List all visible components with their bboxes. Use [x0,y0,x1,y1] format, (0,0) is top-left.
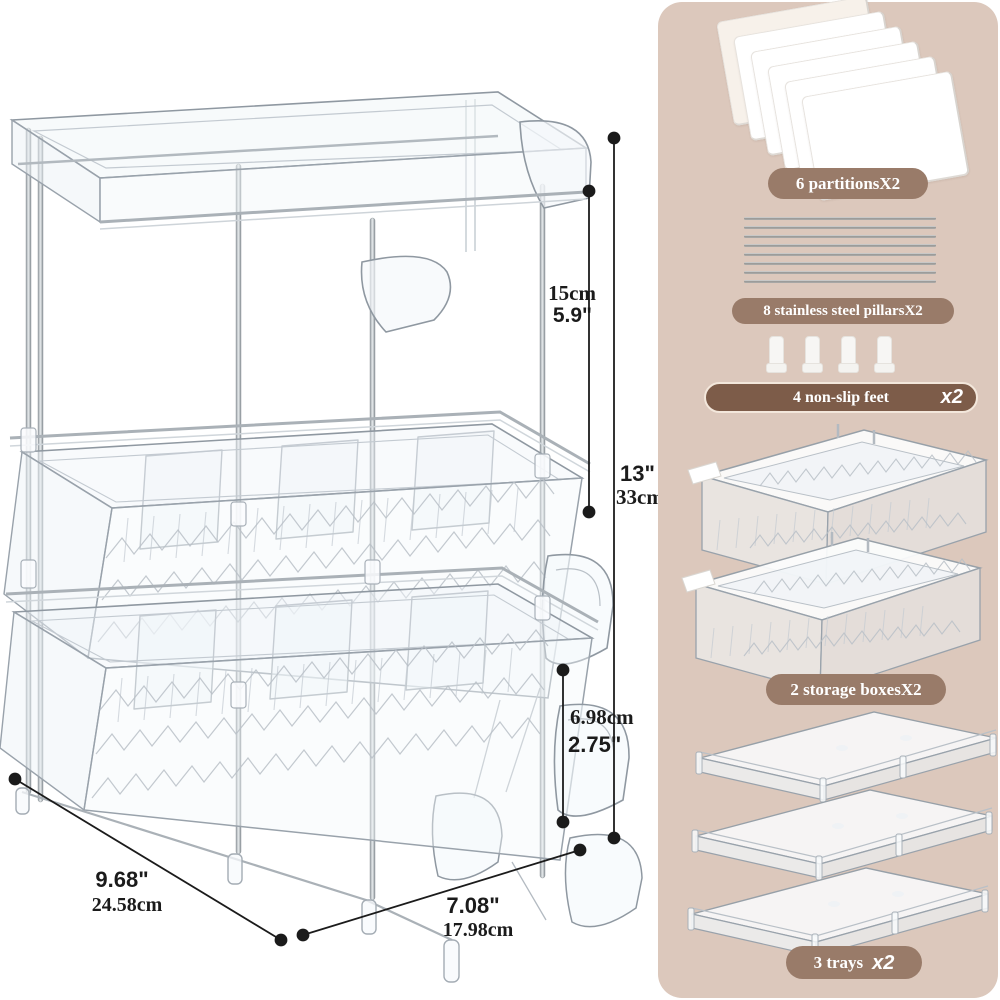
dim-width-imperial: 7.08" [446,893,499,918]
steel-pillar-rod [744,280,936,283]
pillar-rods [744,217,936,283]
steel-pillar-rod [744,262,936,265]
steel-pillar-rod [744,217,936,220]
partition-stack [710,0,980,202]
steel-pillar-rod [744,253,936,256]
dim-total-imperial: 13" [620,461,655,486]
feet-multiplier: x2 [940,386,963,408]
boxes-label: 2 storage boxesX2 [766,674,946,705]
dimension-lines [8,131,621,947]
trays-label: 3 trays x2 [786,946,922,979]
rack-feet [15,787,460,983]
parts-panel: 6 partitionsX2 8 stainless steel pillars… [658,0,998,998]
non-slip-foot [766,336,787,373]
non-slip-foot [838,336,859,373]
pillars-label: 8 stainless steel pillarsX2 [732,298,954,324]
tray [695,711,997,803]
dim-depth-imperial: 9.68" [95,867,148,892]
tray-stack [687,711,997,959]
steel-pillar-rod [744,235,936,238]
feet-label: 4 non-slip feet x2 [704,382,978,413]
bottom-drawer [0,583,643,928]
non-slip-foot [874,336,895,373]
top-tray [9,91,592,333]
steel-pillar-rod [744,244,936,247]
dim-upper-imperial: 5.9" [553,304,592,327]
tray [687,867,989,959]
dim-drawer-metric: 6.98cm [570,705,634,729]
pillar-clamps [20,427,551,709]
dim-total-metric: 33cm [616,485,660,509]
non-slip-foot [802,336,823,373]
tray [691,789,993,881]
dim-drawer-imperial: 2.75" [568,732,621,757]
dim-upper-metric: 15cm [548,281,596,305]
storage-box [681,532,983,693]
dim-width-metric: 17.98cm [443,919,514,941]
storage-box [687,424,989,585]
trays-multiplier: x2 [872,951,895,974]
storage-box-stack [681,424,989,693]
non-slip-feet [766,336,926,374]
steel-pillar-rod [744,226,936,229]
steel-pillar-rod [744,271,936,274]
product-sketch: 15cm 5.9" 13" 33cm 6.98cm 2.75" 9.68" 24… [0,91,660,983]
partitions-label: 6 partitionsX2 [768,168,928,199]
dimension-labels: 15cm 5.9" 13" 33cm 6.98cm 2.75" 9.68" 24… [92,281,660,941]
dim-depth-metric: 24.58cm [92,894,163,916]
